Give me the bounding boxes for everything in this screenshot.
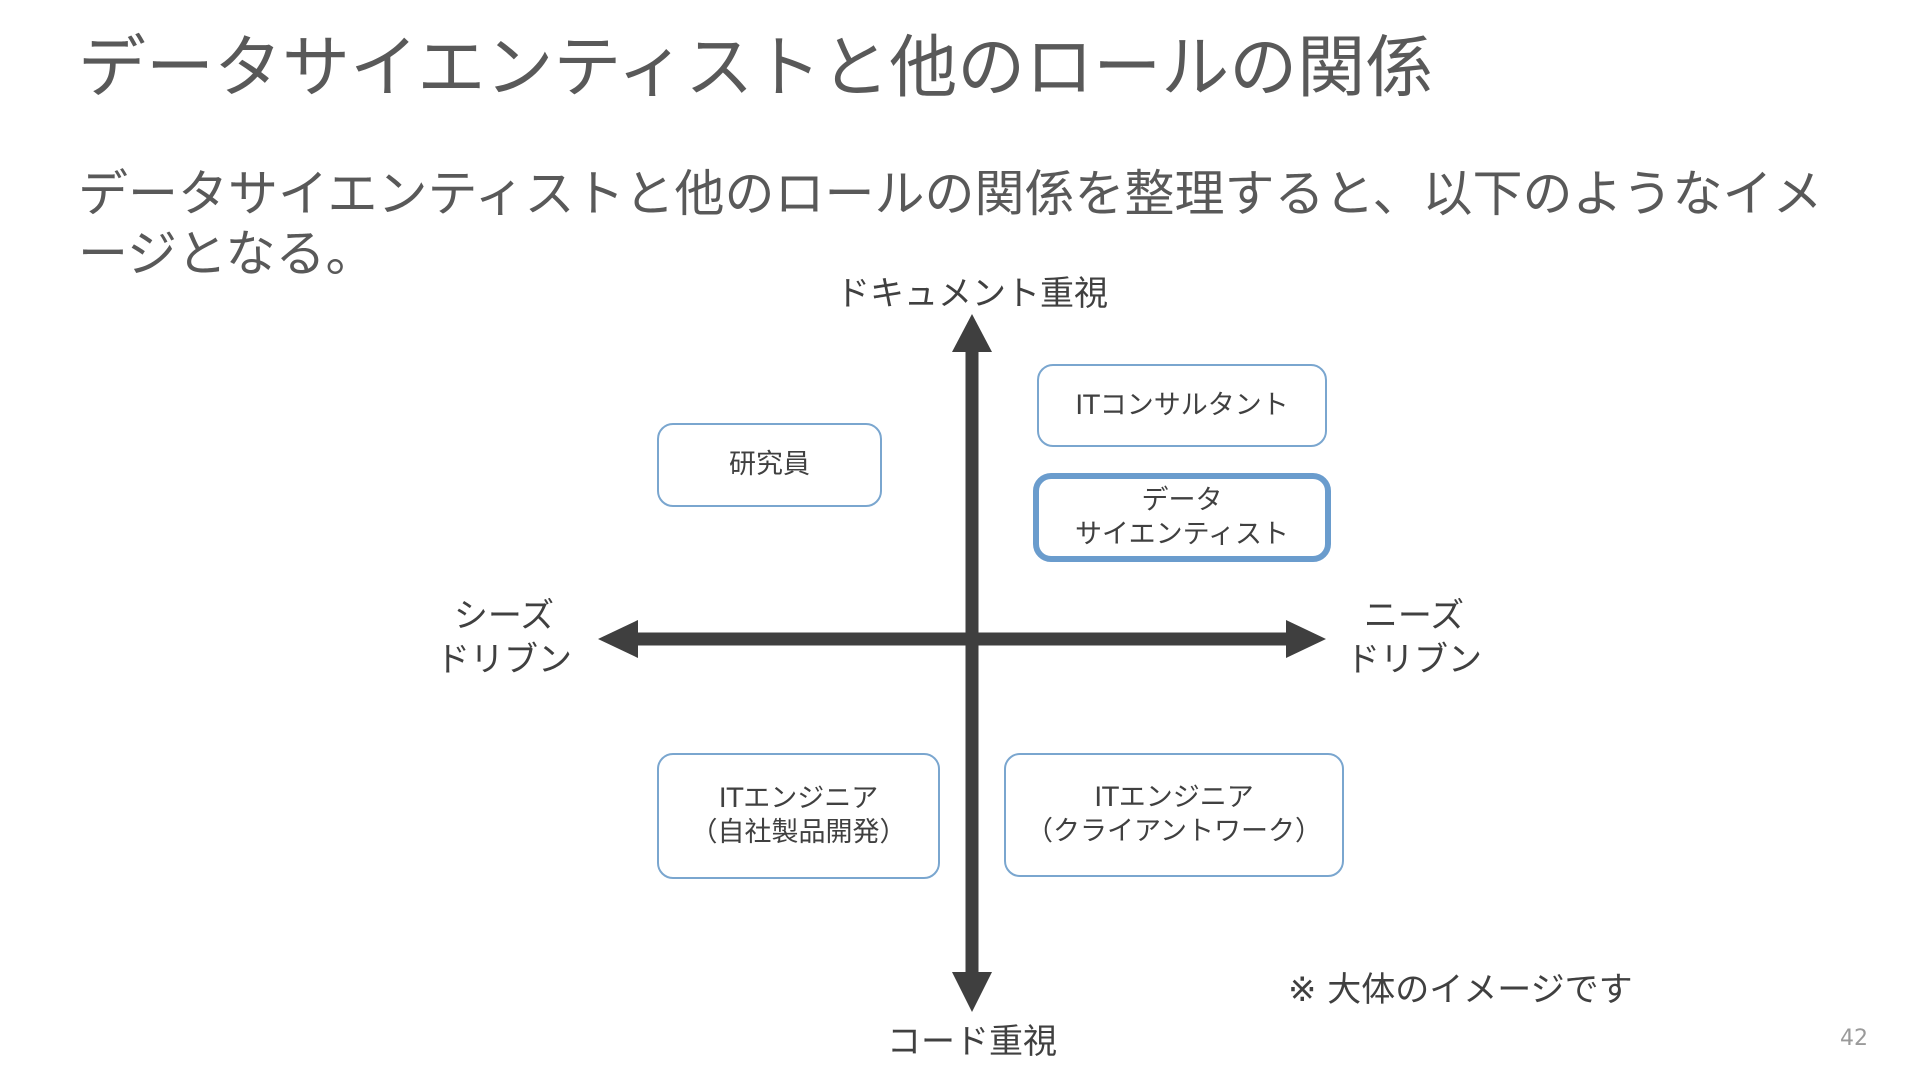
role-label-researcher: 研究員 — [729, 449, 810, 480]
role-box-it-consultant: ITコンサルタント — [1037, 364, 1327, 447]
role-label-it-consultant: ITコンサルタント — [1075, 389, 1289, 421]
page-number: 42 — [1840, 1026, 1868, 1051]
role-box-data-scientist: データ サイエンティスト — [1033, 473, 1331, 562]
arrow-left-icon — [598, 620, 638, 658]
arrow-right-icon — [1286, 620, 1326, 658]
slide-body-text: データサイエンティストと他のロールの関係を整理すると、以下のようなイメージとなる… — [78, 165, 1823, 283]
role-box-it-engineer-inhouse: ITエンジニア （自社製品開発） — [657, 753, 940, 879]
arrow-up-icon — [952, 314, 992, 352]
role-label-it-engineer-client: ITエンジニア （クライアントワーク） — [1026, 782, 1322, 847]
footnote: ※ 大体のイメージです — [1288, 970, 1633, 1010]
role-box-researcher: 研究員 — [657, 423, 882, 507]
arrow-down-icon — [952, 972, 992, 1012]
axis-label-left: シーズ ドリブン — [436, 596, 572, 680]
role-box-it-engineer-client: ITエンジニア （クライアントワーク） — [1004, 753, 1344, 877]
role-label-it-engineer-inhouse: ITエンジニア （自社製品開発） — [690, 783, 907, 848]
axis-label-top: ドキュメント重視 — [836, 274, 1108, 314]
axis-label-bottom: コード重視 — [887, 1022, 1057, 1062]
axis-label-right: ニーズ ドリブン — [1346, 596, 1482, 680]
role-label-data-scientist: データ サイエンティスト — [1074, 484, 1290, 550]
slide-title: データサイエンティストと他のロールの関係 — [78, 29, 1434, 108]
